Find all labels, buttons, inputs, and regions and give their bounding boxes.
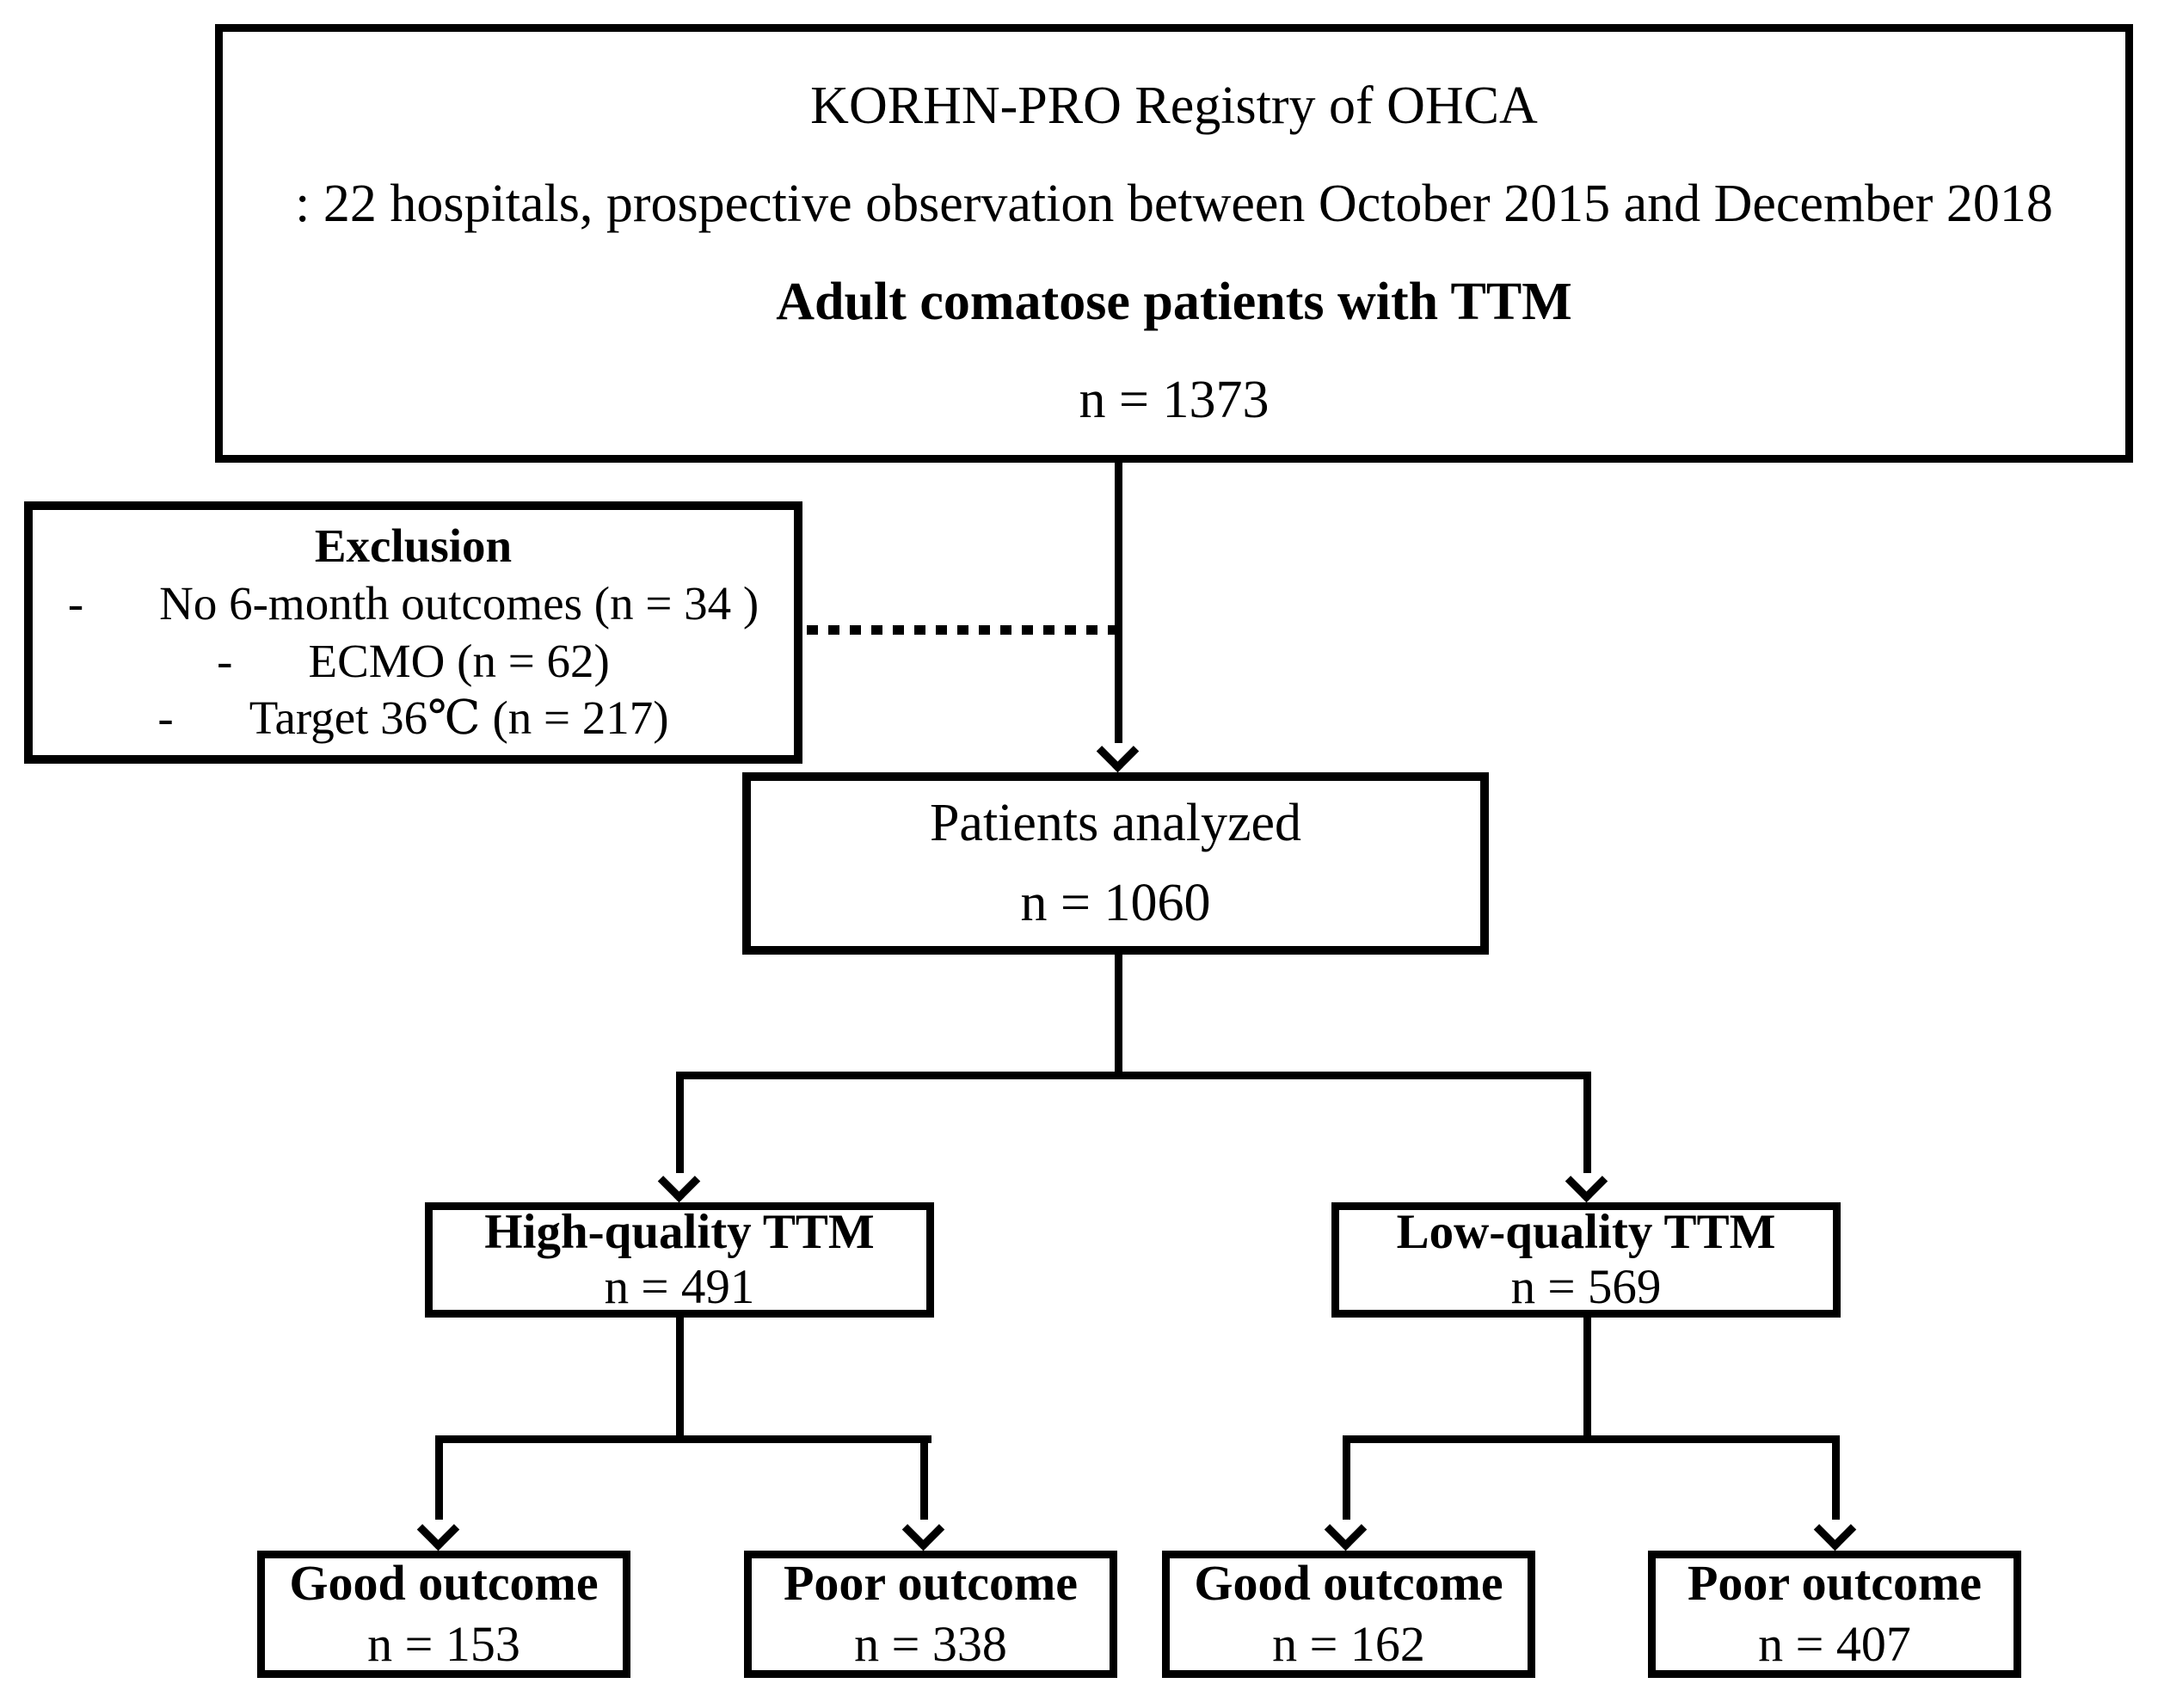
connector-analyzed-stem bbox=[1115, 953, 1122, 1075]
high-quality-count: n = 491 bbox=[604, 1260, 755, 1314]
exclusion-box: Exclusion -No 6-month outcomes (n = 34 )… bbox=[24, 501, 802, 764]
bullet-dash: - bbox=[217, 634, 233, 687]
connector-high-stem bbox=[676, 1314, 684, 1440]
registry-count: n = 1373 bbox=[1079, 370, 1270, 429]
outcome-count: n = 338 bbox=[854, 1616, 1007, 1672]
arrowhead-icon bbox=[1565, 1159, 1608, 1203]
bullet-dash: - bbox=[67, 576, 84, 630]
bullet-dash: - bbox=[157, 691, 174, 745]
connector-to-good-1 bbox=[435, 1435, 443, 1520]
analyzed-box: Patients analyzed n = 1060 bbox=[742, 772, 1489, 955]
outcome-title: Good outcome bbox=[289, 1555, 599, 1612]
outcome-title: Good outcome bbox=[1194, 1555, 1503, 1612]
arrowhead-icon bbox=[1813, 1508, 1857, 1551]
analyzed-title: Patients analyzed bbox=[929, 794, 1302, 852]
arrowhead-icon bbox=[416, 1508, 460, 1551]
connector-registry-to-analyzed bbox=[1115, 459, 1122, 743]
connector-split-horizontal bbox=[676, 1072, 1591, 1079]
connector-low-split-horizontal bbox=[1343, 1435, 1840, 1443]
dotted-exclusion-connector bbox=[807, 625, 1118, 635]
exclusion-item-no-outcomes: - No 6-month outcomes (n = 34 ) bbox=[33, 576, 794, 630]
outcome-count: n = 162 bbox=[1272, 1616, 1425, 1672]
low-quality-title: Low-quality TTM bbox=[1396, 1204, 1776, 1259]
outcome-count: n = 407 bbox=[1758, 1616, 1911, 1672]
high-quality-title: High-quality TTM bbox=[484, 1204, 875, 1259]
connector-to-low bbox=[1583, 1072, 1591, 1173]
low-quality-box: Low-quality TTM n = 569 bbox=[1331, 1202, 1841, 1318]
exclusion-title: Exclusion bbox=[314, 519, 513, 573]
connector-to-high bbox=[676, 1072, 684, 1173]
registry-box: KORHN-PRO Registry of OHCA : 22 hospital… bbox=[215, 24, 2133, 463]
outcome-title: Poor outcome bbox=[1688, 1555, 1982, 1612]
arrowhead-icon bbox=[657, 1159, 701, 1203]
arrowhead-icon bbox=[901, 1508, 945, 1551]
connector-high-split-horizontal bbox=[435, 1435, 931, 1443]
registry-title: KORHN-PRO Registry of OHCA bbox=[810, 77, 1538, 135]
outcome-count: n = 153 bbox=[367, 1616, 520, 1672]
arrowhead-icon bbox=[1324, 1508, 1368, 1551]
exclusion-item-text: No 6-month outcomes (n = 34 ) bbox=[159, 576, 759, 630]
registry-subtitle: : 22 hospitals, prospective observation … bbox=[295, 174, 2053, 233]
outcome-title: Poor outcome bbox=[784, 1555, 1078, 1612]
registry-population: Adult comatose patients with TTM bbox=[776, 272, 1572, 331]
arrowhead-icon bbox=[1096, 729, 1140, 773]
exclusion-item-target-36: - Target 36℃ (n = 217) bbox=[33, 692, 794, 745]
connector-low-stem bbox=[1583, 1314, 1591, 1440]
connector-to-good-2 bbox=[1343, 1435, 1350, 1520]
outcome-box-good-low: Good outcome n = 162 bbox=[1162, 1551, 1535, 1678]
exclusion-item-text: ECMO (n = 62) bbox=[308, 634, 610, 687]
exclusion-item-text: Target 36℃ (n = 217) bbox=[249, 691, 669, 745]
connector-to-poor-2 bbox=[1832, 1435, 1840, 1520]
outcome-box-poor-high: Poor outcome n = 338 bbox=[744, 1551, 1117, 1678]
high-quality-box: High-quality TTM n = 491 bbox=[425, 1202, 934, 1318]
outcome-box-good-high: Good outcome n = 153 bbox=[257, 1551, 630, 1678]
connector-to-poor-1 bbox=[920, 1435, 928, 1520]
analyzed-count: n = 1060 bbox=[1020, 874, 1211, 932]
exclusion-item-ecmo: - ECMO (n = 62) bbox=[33, 634, 794, 688]
low-quality-count: n = 569 bbox=[1510, 1260, 1662, 1314]
outcome-box-poor-low: Poor outcome n = 407 bbox=[1648, 1551, 2021, 1678]
